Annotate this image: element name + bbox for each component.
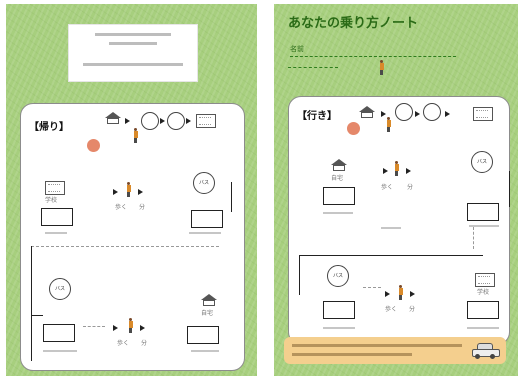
walk-label: 歩く: [385, 306, 398, 313]
bus-stop-icon: [141, 112, 159, 130]
box-caption-line: [189, 232, 221, 234]
go-heading: 【行き】: [297, 111, 337, 122]
arrow-icon: [113, 189, 118, 195]
bus-stop-icon: [167, 112, 185, 130]
box-caption-line: [467, 327, 499, 329]
orange-marker: [347, 122, 360, 135]
route-connector: [363, 287, 381, 289]
time-box: [43, 324, 75, 342]
walk-time-label: 分: [139, 204, 146, 211]
route-line: [231, 182, 232, 212]
house-icon: [359, 106, 375, 118]
route-connector: [31, 246, 219, 248]
house-icon: [105, 112, 121, 124]
walk-label: 歩く: [381, 184, 394, 191]
arrow-icon: [125, 118, 130, 124]
home-label: 自宅: [331, 175, 344, 182]
return-heading: 【帰り】: [29, 122, 69, 133]
route-connector: [473, 227, 475, 249]
house-icon: [201, 294, 217, 306]
arrow-icon: [410, 291, 415, 297]
arrow-icon: [381, 111, 386, 117]
school-icon: [475, 273, 495, 287]
route-line: [31, 315, 43, 316]
school-icon: [473, 107, 493, 121]
title-card: [68, 24, 198, 82]
orange-marker: [87, 139, 100, 152]
title-text-line: [95, 33, 171, 36]
box-caption-line: [469, 225, 499, 227]
walk-time-label: 分: [407, 184, 414, 191]
walk-label: 歩く: [117, 340, 130, 347]
arrow-icon: [140, 325, 145, 331]
box-caption-line: [323, 212, 353, 214]
info-bar: [284, 337, 506, 364]
time-box: [467, 203, 499, 221]
route-line: [299, 255, 483, 256]
car-icon: [472, 343, 500, 359]
bus-stop-icon: バス: [471, 151, 493, 173]
right-page: あなたの乗り方ノート 名前 【行き】 自宅 歩く 分 バス: [274, 4, 518, 376]
time-box: [323, 187, 355, 205]
route-line: [509, 171, 510, 207]
title-text-line: [83, 63, 183, 66]
info-text-line: [292, 353, 412, 356]
left-page: 【帰り】 学校 歩く 分 バス バス: [6, 4, 257, 376]
school-icon: [45, 181, 65, 195]
bus-stop-icon: バス: [327, 265, 349, 287]
return-route-panel: 【帰り】 学校 歩く 分 バス バス: [20, 103, 245, 371]
arrow-icon: [415, 111, 420, 117]
walk-time-label: 分: [409, 306, 416, 313]
walk-time-label: 分: [141, 340, 148, 347]
dashed-line: [288, 67, 338, 69]
info-text-line: [292, 344, 462, 347]
time-box: [41, 208, 73, 226]
go-route-panel: 【行き】 自宅 歩く 分 バス バス: [288, 96, 510, 345]
route-line: [299, 255, 300, 295]
bus-stop-icon: バス: [49, 278, 71, 300]
arrow-icon: [406, 168, 411, 174]
school-label: 学校: [477, 289, 490, 296]
box-caption-line: [191, 350, 219, 352]
school-label: 学校: [45, 197, 58, 204]
box-caption-line: [323, 327, 355, 329]
page-title: あなたの乗り方ノート: [288, 16, 419, 31]
route-connector: [83, 326, 105, 328]
time-box: [323, 301, 355, 319]
bus-stop-icon: [395, 103, 413, 121]
school-icon: [196, 114, 216, 128]
time-box: [187, 326, 219, 344]
name-label: 名前: [290, 45, 304, 53]
arrow-icon: [160, 118, 165, 124]
arrow-icon: [385, 291, 390, 297]
box-caption-line: [45, 232, 67, 234]
walk-label: 歩く: [115, 204, 128, 211]
arrow-icon: [383, 168, 388, 174]
bus-stop-icon: バス: [193, 172, 215, 194]
arrow-icon: [445, 111, 450, 117]
time-box: [191, 210, 223, 228]
name-field: 名前: [290, 45, 456, 57]
caption-line: [381, 227, 401, 229]
title-text-line: [109, 42, 157, 45]
arrow-icon: [138, 189, 143, 195]
bus-stop-icon: [423, 103, 441, 121]
route-line: [31, 246, 32, 361]
box-caption-line: [43, 350, 77, 352]
house-icon: [331, 159, 347, 171]
time-box: [467, 301, 499, 319]
home-label: 自宅: [201, 310, 214, 317]
arrow-icon: [113, 325, 118, 331]
arrow-icon: [186, 118, 191, 124]
